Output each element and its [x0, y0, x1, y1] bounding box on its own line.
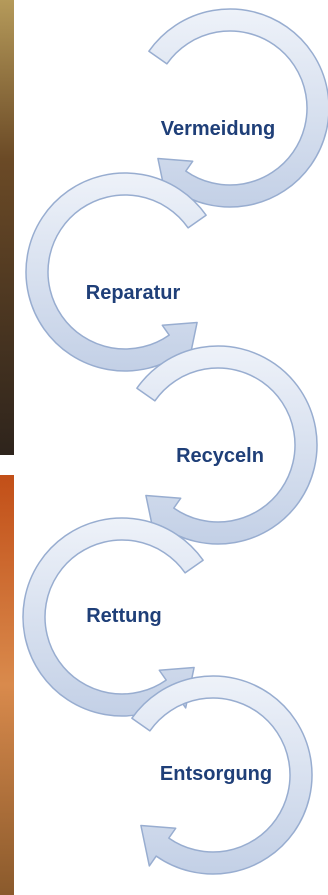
photo-strip-top	[0, 0, 14, 455]
step-label-4: Rettung	[86, 605, 162, 627]
step-label-2: Reparatur	[86, 282, 181, 304]
photo-strip-bottom	[0, 475, 14, 895]
step-label-3: Recyceln	[176, 445, 264, 467]
step-label-1: Vermeidung	[161, 118, 275, 140]
cycle-arrow-1	[149, 9, 328, 207]
step-label-5: Entsorgung	[160, 763, 272, 785]
cycle-arrow-2	[26, 173, 206, 371]
